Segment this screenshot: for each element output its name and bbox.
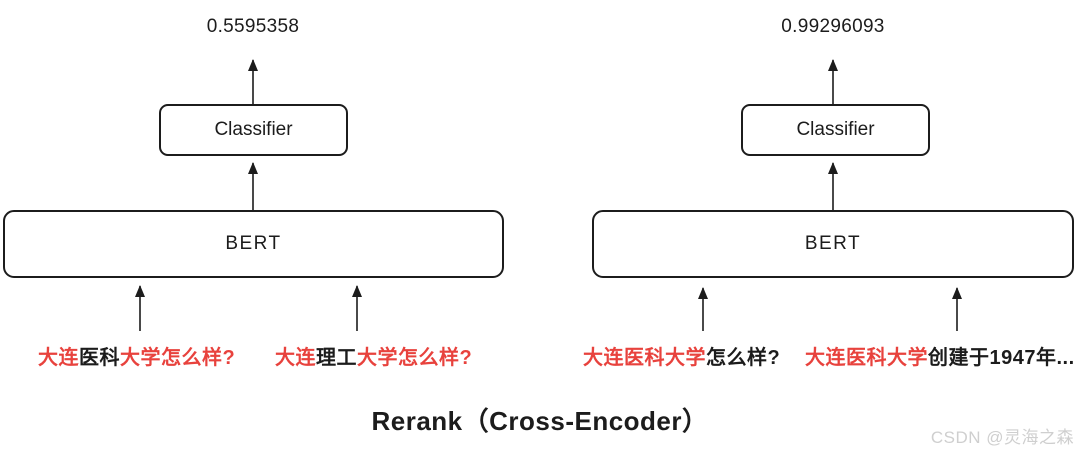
query-segment: 大连医科大学 [805, 347, 928, 369]
bert-box-right: BERT [592, 210, 1074, 278]
query-segment: 大连 [38, 347, 79, 369]
score-value-right: 0.99296093 [781, 16, 885, 37]
diagram-caption: Rerank（Cross-Encoder） [371, 406, 709, 436]
bert-label: BERT [804, 233, 862, 254]
query-segment: 医科 [79, 347, 120, 369]
bert-label: BERT [225, 233, 282, 254]
query-segment: 大学怎么样? [357, 347, 473, 369]
csdn-watermark: CSDN @灵海之森 [930, 428, 1074, 447]
query-segment: 创建于1947年... [928, 347, 1075, 369]
score-value-left: 0.5595358 [206, 16, 300, 37]
input-query-left-2: 大连理工大学怎么样? [275, 341, 472, 370]
classifier-box-right: Classifier [741, 104, 930, 156]
query-segment: 大连 [275, 347, 316, 369]
query-segment: 理工 [316, 347, 357, 369]
query-segment: 怎么样? [706, 347, 781, 369]
classifier-label: Classifier [796, 119, 875, 140]
query-segment: 大学怎么样? [120, 347, 236, 369]
input-query-right-2: 大连医科大学创建于1947年... [805, 341, 1075, 370]
bert-box-left: BERT [3, 210, 504, 278]
query-segment: 大连医科大学 [583, 347, 706, 369]
input-query-right-1: 大连医科大学怎么样? [583, 341, 780, 370]
classifier-box-left: Classifier [159, 104, 348, 156]
classifier-label: Classifier [214, 119, 293, 140]
input-query-left-1: 大连医科大学怎么样? [38, 341, 235, 370]
